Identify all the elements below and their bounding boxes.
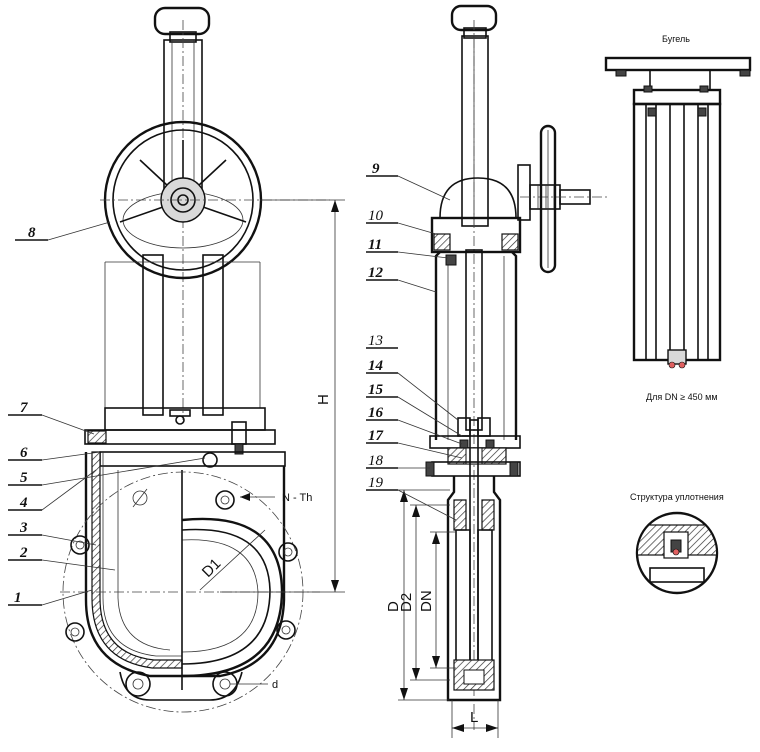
callout-17: 17 [368, 428, 384, 444]
dim-l-label: L [470, 709, 478, 726]
dim-d-label: D [385, 601, 402, 612]
callout-11: 11 [368, 237, 382, 253]
callout-3: 3 [19, 520, 28, 536]
dim-hole-label: d [272, 679, 278, 691]
left-callout-lines [8, 221, 206, 606]
callout-9: 9 [372, 161, 380, 177]
front-view [60, 6, 345, 713]
callout-18: 18 [368, 453, 384, 469]
callout-2: 2 [19, 545, 28, 561]
callout-7: 7 [20, 400, 28, 416]
dim-d1-label: D1 [199, 555, 225, 581]
callout-14: 14 [368, 358, 384, 374]
callout-5: 5 [20, 470, 28, 486]
callout-15: 15 [368, 382, 384, 398]
seal-detail [635, 511, 719, 595]
side-callout-lines [366, 175, 463, 521]
callout-19: 19 [368, 475, 384, 491]
bracket-detail [604, 56, 752, 369]
side-view [398, 4, 610, 738]
handwheel [100, 120, 330, 280]
bracket-title: Бугель [662, 34, 690, 44]
dim-bolts-label: N - Th [282, 492, 312, 504]
dim-h-label: H [315, 394, 332, 405]
valve-body [84, 452, 286, 678]
seal-title: Структура уплотнения [630, 492, 724, 502]
gate-liner [91, 451, 183, 669]
callout-12: 12 [368, 265, 384, 281]
stem-cap [153, 6, 211, 36]
callout-6: 6 [20, 445, 28, 461]
callout-4: 4 [19, 495, 28, 511]
bracket-note: Для DN ≥ 450 мм [646, 392, 718, 402]
dim-d2-label: D2 [398, 593, 415, 612]
callout-13: 13 [368, 333, 383, 349]
callout-10: 10 [368, 208, 384, 224]
callout-16: 16 [368, 405, 384, 421]
callout-8: 8 [28, 225, 36, 241]
callout-1: 1 [14, 590, 22, 606]
dim-dn-label: DN [418, 590, 435, 612]
